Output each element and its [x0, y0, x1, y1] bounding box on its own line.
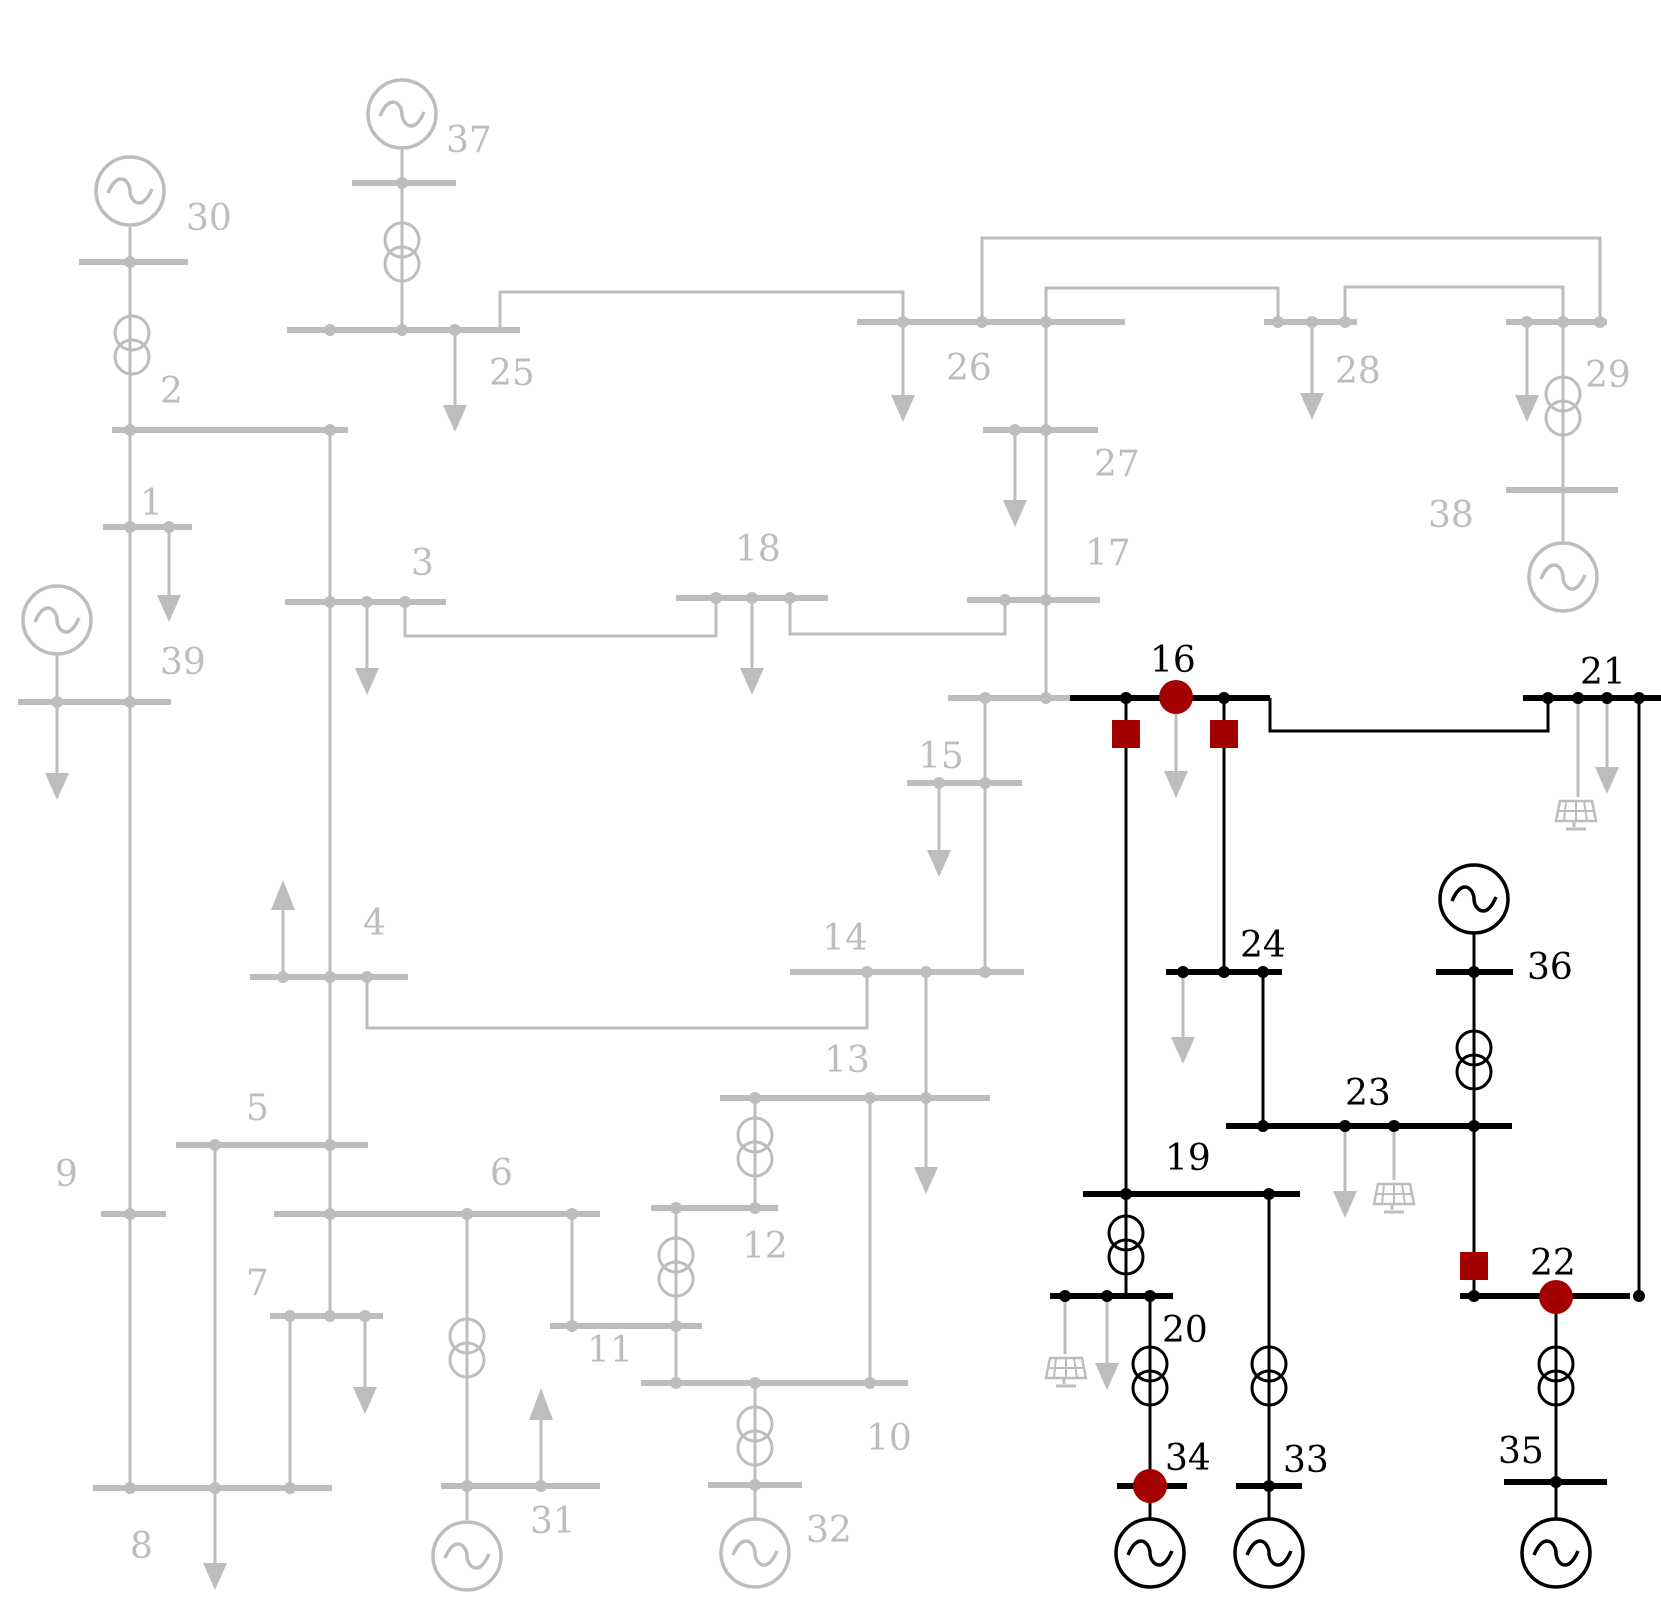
- transformer-icon: [113, 314, 151, 376]
- label-bus-21: 21: [1580, 652, 1626, 693]
- line-26-29: [980, 236, 1602, 322]
- solar-panel-icon: [1044, 1356, 1088, 1388]
- load-arrow-icon: [355, 602, 379, 695]
- label-bus-13: 13: [824, 1040, 870, 1081]
- label-bus-4: 4: [363, 903, 386, 944]
- solar-panel-icon: [1554, 799, 1598, 831]
- generator-icon: [1527, 541, 1599, 613]
- label-bus-26: 26: [946, 348, 992, 389]
- label-bus-16: 16: [1150, 640, 1196, 681]
- label-bus-39: 39: [160, 642, 206, 683]
- label-bus-31: 31: [530, 1501, 576, 1542]
- active-nodes: [1059, 692, 1645, 1492]
- inactive-generators: [21, 78, 1599, 1592]
- label-bus-37: 37: [446, 120, 492, 161]
- label-bus-6: 6: [490, 1153, 513, 1194]
- label-bus-35: 35: [1498, 1431, 1544, 1472]
- line-gens: [1148, 1482, 1558, 1522]
- load-arrow-icon: [1095, 1296, 1119, 1390]
- load-arrow-icon: [353, 1316, 377, 1414]
- label-bus-24: 24: [1240, 925, 1286, 966]
- label-bus-22: 22: [1530, 1243, 1576, 1284]
- inactive-nodes: [51, 177, 1606, 1494]
- label-bus-11: 11: [587, 1330, 633, 1371]
- load-arrow-icon: [1515, 322, 1539, 422]
- label-bus-34: 34: [1165, 1438, 1211, 1479]
- line-4-14: [365, 975, 869, 1030]
- load-arrow-icon: [1171, 972, 1195, 1064]
- inactive-network: [18, 78, 1619, 1592]
- label-bus-1: 1: [140, 483, 163, 524]
- load-arrow-icon: [1595, 700, 1619, 794]
- load-arrow-icon: [443, 330, 467, 432]
- load-arrow-icon: [914, 1098, 938, 1194]
- measurement-markers: [1112, 680, 1573, 1503]
- label-bus-27: 27: [1094, 444, 1140, 485]
- line-25-26: [498, 290, 905, 330]
- label-bus-3: 3: [411, 543, 434, 584]
- load-arrow-icon: [891, 322, 915, 422]
- load-arrow-icon: [927, 783, 951, 877]
- line-18-17: [788, 600, 1007, 636]
- load-arrow-icon: [1333, 1126, 1357, 1218]
- label-bus-20: 20: [1162, 1310, 1208, 1351]
- label-bus-23: 23: [1345, 1073, 1391, 1114]
- generator-icon: [1114, 1517, 1186, 1589]
- generator-icon: [1438, 863, 1510, 935]
- label-bus-8: 8: [130, 1526, 153, 1567]
- label-bus-19: 19: [1165, 1138, 1211, 1179]
- line-16-21: [1268, 698, 1550, 733]
- generator-icon: [1520, 1517, 1592, 1589]
- label-bus-33: 33: [1283, 1440, 1329, 1481]
- load-arrow-icon: [1300, 322, 1324, 420]
- label-bus-28: 28: [1335, 351, 1381, 392]
- generator-icon: [21, 584, 93, 656]
- generator-icon: [719, 1517, 791, 1589]
- label-bus-2: 2: [160, 371, 183, 412]
- label-bus-25: 25: [489, 353, 535, 394]
- label-bus-7: 7: [246, 1263, 269, 1304]
- label-bus-29: 29: [1585, 355, 1631, 396]
- load-arrow-icon: [157, 527, 181, 622]
- measurement-node-icon: [1133, 1469, 1167, 1503]
- label-bus-32: 32: [806, 1510, 852, 1551]
- label-bus-18: 18: [735, 529, 781, 570]
- solar-panel-icon: [1372, 1182, 1416, 1214]
- load-arrow-icon: [203, 1488, 227, 1590]
- load-arrow-icon: [740, 598, 764, 695]
- label-bus-5: 5: [246, 1088, 269, 1129]
- bus-labels: 30 37 2 25 26 28 29 27 1 38 3 18 17 39 1…: [55, 120, 1631, 1567]
- label-bus-17: 17: [1085, 533, 1131, 574]
- label-bus-30: 30: [186, 198, 232, 239]
- generator-icon: [1233, 1517, 1305, 1589]
- load-arrow-icon: [1003, 430, 1027, 527]
- label-bus-9: 9: [55, 1154, 78, 1195]
- switch-icon: [1210, 720, 1238, 748]
- switch-icon: [1460, 1252, 1488, 1280]
- load-arrow-icon: [271, 880, 295, 977]
- label-bus-10: 10: [866, 1418, 912, 1459]
- line-26-28: [1044, 286, 1280, 322]
- inactive-loads: [45, 322, 1539, 1590]
- generator-icon: [366, 78, 438, 150]
- load-arrow-icon: [45, 702, 69, 800]
- label-bus-36: 36: [1527, 947, 1573, 988]
- active-network: [1050, 680, 1661, 1589]
- label-bus-38: 38: [1428, 495, 1474, 536]
- generator-icon: [431, 1520, 503, 1592]
- label-bus-12: 12: [742, 1226, 788, 1267]
- load-arrow-icon: [529, 1388, 553, 1486]
- inactive-transformers: [113, 221, 1582, 1467]
- measurement-node-icon: [1539, 1280, 1573, 1314]
- line-3-18: [403, 602, 718, 638]
- label-bus-14: 14: [822, 918, 868, 959]
- switch-icon: [1112, 720, 1140, 748]
- measurement-node-icon: [1159, 680, 1193, 714]
- label-bus-15: 15: [918, 736, 964, 777]
- generator-icon: [94, 155, 166, 227]
- line-28-29: [1343, 285, 1565, 322]
